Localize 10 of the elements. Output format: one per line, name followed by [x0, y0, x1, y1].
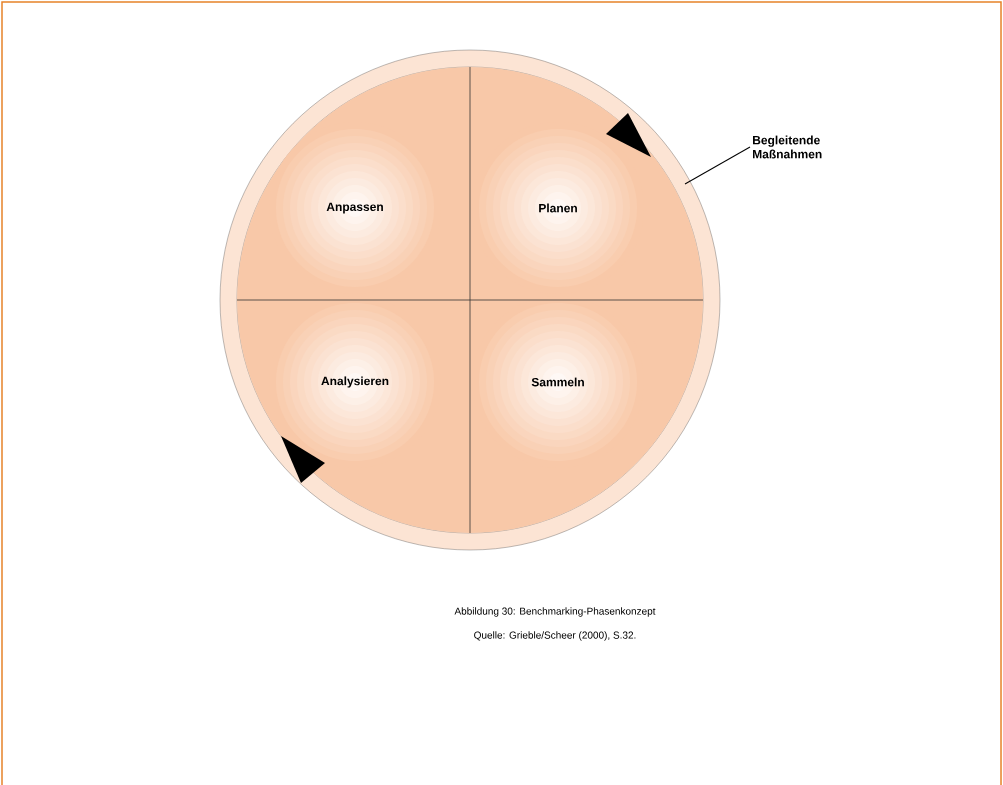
- node-label: Anpassen: [326, 202, 383, 214]
- quadrant: Planen: [470, 67, 703, 300]
- source-note: Quelle: Grieble/Scheer (2000), S.32.: [474, 631, 636, 641]
- quadrant: Anpassen: [237, 67, 470, 300]
- node-label: Analysieren: [321, 376, 389, 388]
- caption: Abbildung 30: Benchmarking-Phasenkonzept: [454, 607, 656, 617]
- callout-text: Begleitende Maßnahmen: [753, 135, 822, 159]
- leader-line: [684, 146, 751, 185]
- node-label: Planen: [539, 203, 577, 213]
- node-label: Sammeln: [531, 377, 584, 387]
